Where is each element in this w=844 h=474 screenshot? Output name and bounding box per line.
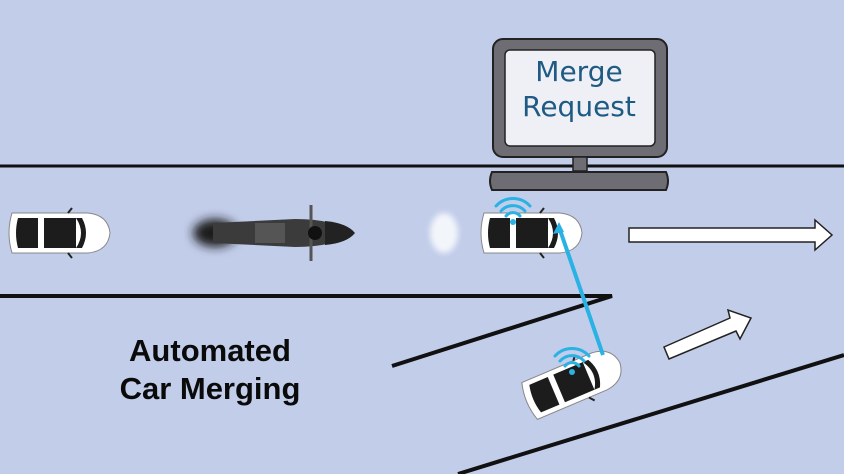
road-edge-ramp [457,353,844,474]
monitor-label-line2: Request [522,90,636,123]
merge-request-monitor [489,38,669,191]
car-left [8,207,111,259]
signal-arrowhead [553,222,564,234]
motorcycle [193,205,355,261]
car-main-lane [430,207,583,259]
arrow-forward [628,218,834,252]
v2v-signal-link [557,226,605,356]
scene-caption: Automated Car Merging [100,332,320,408]
monitor-label: Merge Request [503,54,655,124]
lane-divider-merge [0,294,613,368]
car-merging [516,338,631,427]
caption-line2: Car Merging [119,371,301,406]
caption-line1: Automated [129,333,291,368]
monitor-label-line1: Merge [535,55,623,88]
arrow-merge [663,308,753,360]
